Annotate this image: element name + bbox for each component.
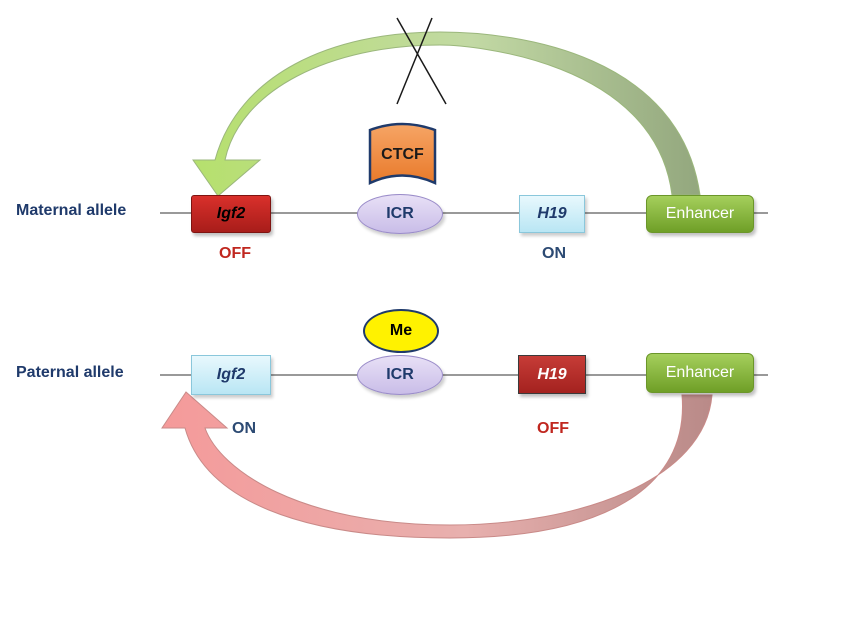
paternal-igf2-status: ON — [232, 420, 256, 437]
maternal-enhancer: Enhancer — [646, 195, 754, 233]
maternal-igf2-gene: Igf2 — [191, 195, 271, 233]
maternal-igf2-label: Igf2 — [216, 205, 246, 222]
maternal-igf2-status: OFF — [219, 245, 251, 262]
ctcf-shape — [368, 122, 437, 185]
ctcf-label: CTCF — [381, 146, 424, 163]
paternal-enhancer-label: Enhancer — [665, 364, 735, 381]
methylation-mark: Me — [363, 309, 439, 353]
paternal-icr-label: ICR — [386, 366, 414, 383]
paternal-arrow — [161, 391, 713, 539]
maternal-h19-label: H19 — [537, 205, 567, 222]
paternal-h19-gene: H19 — [518, 355, 586, 394]
paternal-enhancer: Enhancer — [646, 353, 754, 393]
paternal-igf2-gene: Igf2 — [191, 355, 271, 395]
paternal-igf2-label: Igf2 — [216, 366, 246, 383]
maternal-h19-status: ON — [542, 245, 566, 262]
maternal-arrow — [192, 31, 701, 197]
block-cross-line-a — [396, 17, 447, 105]
maternal-allele-label: Maternal allele — [16, 202, 127, 219]
paternal-h19-label: H19 — [537, 365, 567, 383]
block-cross-line-b — [396, 17, 433, 105]
ctcf-protein: CTCF — [370, 140, 435, 170]
maternal-h19-gene: H19 — [519, 195, 585, 233]
maternal-icr-label: ICR — [386, 205, 414, 222]
methylation-label: Me — [389, 322, 413, 339]
paternal-icr: ICR — [357, 355, 443, 395]
paternal-h19-status: OFF — [537, 420, 569, 437]
maternal-enhancer-label: Enhancer — [665, 205, 735, 222]
paternal-allele-label: Paternal allele — [16, 364, 124, 381]
maternal-icr: ICR — [357, 194, 443, 234]
